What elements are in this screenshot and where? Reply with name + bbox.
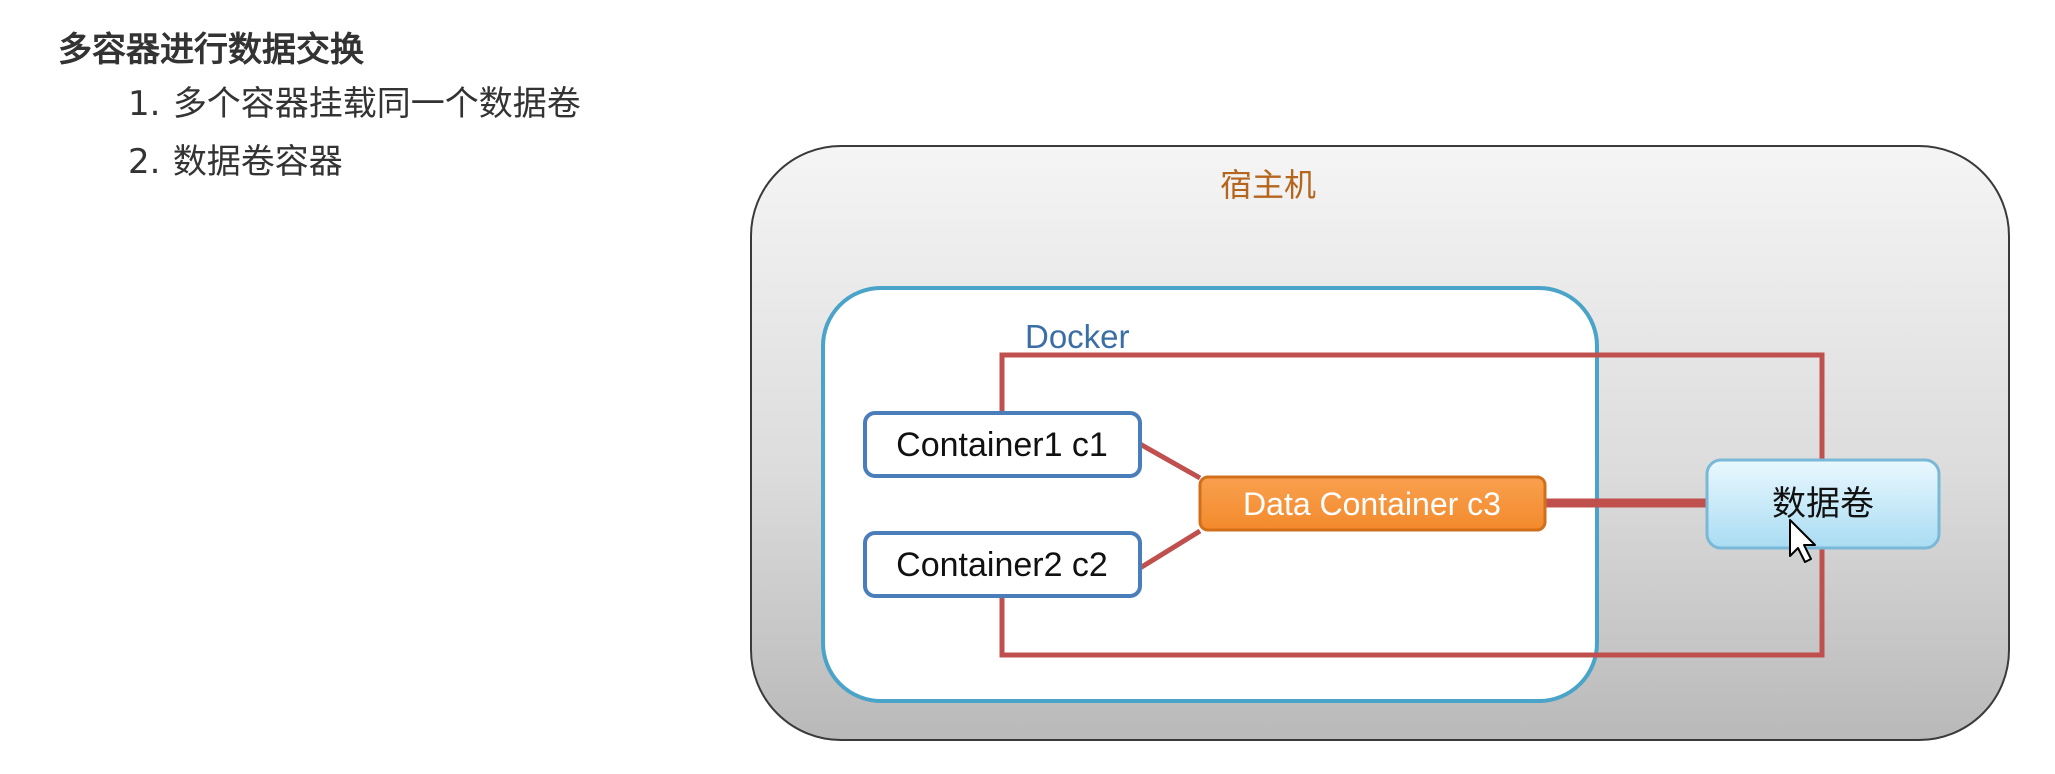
link-container2-to-data-container bbox=[1138, 528, 1202, 571]
container2-box bbox=[863, 531, 1142, 598]
mouse-cursor-icon bbox=[1789, 519, 1816, 563]
list-item: 2. 数据卷容器 bbox=[128, 140, 581, 198]
volume-box bbox=[1705, 458, 1941, 550]
docker-label: Docker bbox=[1025, 318, 1130, 355]
host-label: 宿主机 bbox=[1220, 167, 1316, 203]
link-container1-to-volume bbox=[999, 352, 1825, 472]
link-container2-to-volume bbox=[999, 545, 1825, 658]
volume-label: 数据卷 bbox=[1772, 485, 1874, 523]
link-container1-to-data-container bbox=[1138, 441, 1202, 481]
container2-label: Container2 c2 bbox=[896, 546, 1108, 584]
container1-box bbox=[863, 411, 1142, 478]
list-item: 1. 多个容器挂载同一个数据卷 bbox=[128, 82, 581, 140]
container1-label: Container1 c1 bbox=[896, 426, 1108, 464]
list-item-number: 2. bbox=[128, 142, 161, 182]
method-list: 1. 多个容器挂载同一个数据卷 2. 数据卷容器 bbox=[128, 82, 581, 198]
data-container-box bbox=[1198, 475, 1547, 532]
page-heading: 多容器进行数据交换 bbox=[58, 30, 364, 70]
data-container-label: Data Container c3 bbox=[1243, 486, 1501, 522]
list-item-number: 1. bbox=[128, 84, 161, 124]
list-item-text: 数据卷容器 bbox=[172, 142, 343, 182]
list-item-text: 多个容器挂载同一个数据卷 bbox=[172, 84, 581, 124]
